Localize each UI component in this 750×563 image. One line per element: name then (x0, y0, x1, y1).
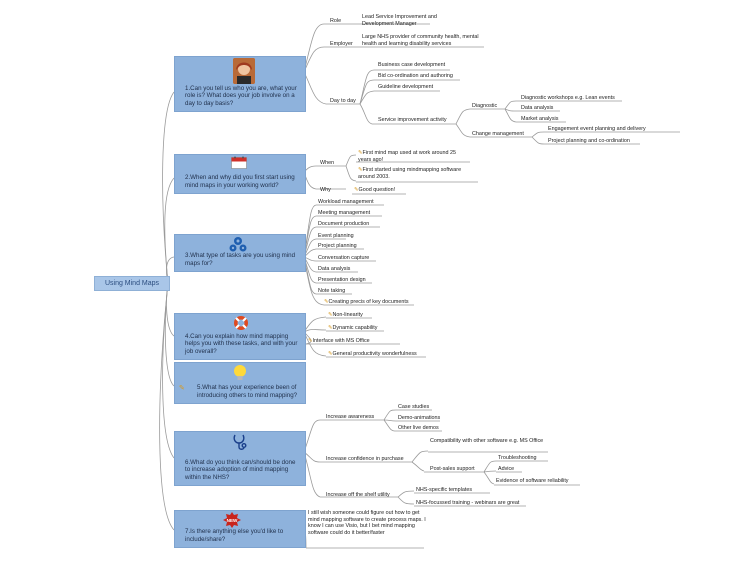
topic-q7[interactable]: NEW 7.Is there anything else you'd like … (174, 510, 306, 548)
post-sales-label[interactable]: Post-sales support (430, 466, 475, 472)
change-management-label[interactable]: Change management (472, 131, 524, 137)
q7-note[interactable]: I still wish someone could figure out ho… (308, 510, 426, 536)
change-item-1[interactable]: Project planning and co-ordination (548, 138, 630, 144)
topic-q6[interactable]: 6.What do you think can/should be done t… (174, 431, 306, 486)
gears-icon (229, 236, 247, 253)
task-item-7[interactable]: Presentation design (318, 277, 366, 283)
helps-item-1[interactable]: ✎Dynamic capability (328, 325, 378, 331)
task-item-9[interactable]: ✎Creating precis of key documents (324, 299, 409, 305)
lifebuoy-icon (233, 315, 249, 331)
diagnostic-label[interactable]: Diagnostic (472, 103, 498, 109)
helps-item-2[interactable]: ✎Interface with MS Office (308, 338, 370, 344)
task-item-1[interactable]: Meeting management (318, 210, 371, 216)
pencil-icon: ✎ (324, 299, 329, 305)
task-item-0[interactable]: Workload management (318, 199, 374, 205)
when-item-1[interactable]: ✎First started using mindmapping softwar… (358, 167, 462, 180)
pencil-icon: ✎ (308, 338, 313, 344)
topic-q3-label: 3.What type of tasks are you using mind … (185, 252, 296, 267)
topic-q1-label: 1.Can you tell us who you are, what your… (185, 84, 297, 107)
new-badge-icon: NEW (223, 512, 241, 528)
pencil-icon: ✎ (179, 385, 185, 392)
diagnostic-item-0[interactable]: Diagnostic workshops e.g. Lean events (521, 95, 615, 101)
shelf-item-1[interactable]: NHS-focussed training - webinars are gre… (416, 500, 520, 506)
stethoscope-icon (231, 433, 249, 451)
service-improvement-label[interactable]: Service improvement activity (378, 117, 447, 123)
why-label[interactable]: Why (320, 187, 331, 193)
postsale-item-1[interactable]: Advice (498, 466, 515, 472)
off-the-shelf-label[interactable]: Increase off the shelf utility (326, 492, 390, 498)
topic-q4-label: 4.Can you explain how mind mapping helps… (185, 332, 298, 355)
awareness-item-1[interactable]: Demo-animations (398, 415, 441, 421)
central-topic[interactable]: Using Mind Maps (94, 276, 170, 291)
employer-value[interactable]: Large NHS provider of community health, … (362, 34, 479, 47)
compatibility-item[interactable]: Compatibility with other software e.g. M… (430, 438, 544, 444)
postsale-item-0[interactable]: Troubleshooting (498, 455, 537, 461)
task-item-5[interactable]: Conversation capture (318, 255, 370, 261)
day-item-0[interactable]: Business case development (378, 62, 446, 68)
new-badge-text: NEW (227, 518, 238, 523)
why-value[interactable]: ✎Good question! (354, 187, 396, 193)
task-item-4[interactable]: Project planning (318, 243, 357, 249)
day-item-2[interactable]: Guideline development (378, 84, 434, 90)
change-item-0[interactable]: Engagement event planning and delivery (548, 126, 646, 132)
role-value[interactable]: Lead Service Improvement and Development… (362, 14, 437, 27)
topic-q5[interactable]: ✎ 5.What has your experience been of int… (174, 362, 306, 404)
day-item-1[interactable]: Bid co-ordination and authoring (378, 73, 453, 79)
when-label[interactable]: When (320, 160, 335, 166)
diagnostic-item-2[interactable]: Market analysis (521, 116, 559, 122)
user-photo-icon (233, 58, 255, 84)
topic-q2[interactable]: 2.When and why did you first start using… (174, 154, 306, 194)
topic-q6-label: 6.What do you think can/should be done t… (185, 458, 296, 481)
task-item-6[interactable]: Data analysis (318, 266, 351, 272)
topic-q1[interactable]: 1.Can you tell us who you are, what your… (174, 56, 306, 112)
employer-label[interactable]: Employer (330, 41, 353, 47)
shelf-item-0[interactable]: NHS-specific templates (416, 487, 473, 493)
pencil-icon: ✎ (358, 167, 363, 173)
topic-q7-label: 7.Is there anything else you'd like to i… (185, 528, 284, 543)
task-item-2[interactable]: Document production (318, 221, 370, 227)
helps-item-0[interactable]: ✎Non-linearity (328, 312, 363, 318)
increase-confidence-label[interactable]: Increase confidence in purchase (326, 456, 404, 462)
postsale-item-2[interactable]: Evidence of software reliability (496, 478, 569, 484)
task-item-3[interactable]: Event planning (318, 233, 354, 239)
increase-awareness-label[interactable]: Increase awareness (326, 414, 375, 420)
topic-q5-label: 5.What has your experience been of intro… (197, 384, 298, 399)
topic-q2-label: 2.When and why did you first start using… (185, 174, 295, 189)
awareness-item-2[interactable]: Other live demos (398, 425, 439, 431)
lightbulb-icon (233, 364, 247, 382)
pencil-icon: ✎ (358, 150, 363, 156)
task-item-8[interactable]: Note taking (318, 288, 346, 294)
topic-q4[interactable]: 4.Can you explain how mind mapping helps… (174, 313, 306, 360)
role-label[interactable]: Role (330, 18, 342, 24)
awareness-item-0[interactable]: Case studies (398, 404, 430, 410)
pencil-icon: ✎ (328, 325, 333, 331)
calendar-icon (231, 156, 247, 169)
when-item-0[interactable]: ✎First mind map used at work around 25 y… (358, 150, 457, 163)
day-to-day-label[interactable]: Day to day (330, 98, 356, 104)
helps-item-3[interactable]: ✎General productivity wonderfulness (328, 351, 417, 357)
pencil-icon: ✎ (328, 351, 333, 357)
topic-q3[interactable]: 3.What type of tasks are you using mind … (174, 234, 306, 272)
pencil-icon: ✎ (328, 312, 333, 318)
diagnostic-item-1[interactable]: Data analysis (521, 105, 554, 111)
pencil-icon: ✎ (354, 187, 359, 193)
